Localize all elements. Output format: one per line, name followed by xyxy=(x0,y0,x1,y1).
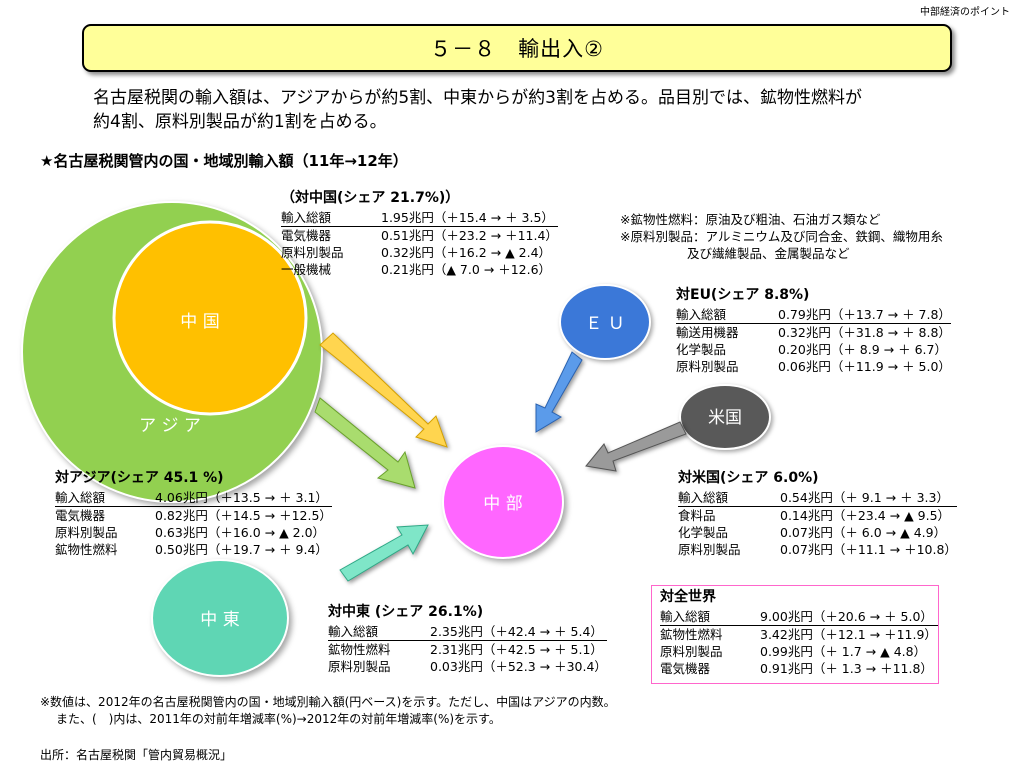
category-notes: ※鉱物性燃料：原油及び粗油、石油ガス類など ※原料別製品：アルミニウム及び同合金… xyxy=(620,211,943,262)
usa-circle xyxy=(679,384,771,450)
footnote-2: また、( )内は、2011年の対前年増減率(%)→2012年の対前年増減率(%)… xyxy=(56,712,501,726)
mideast-stats-heading: 対中東 (シェア 26.1%) xyxy=(328,604,484,620)
china-to-chubu-arrow xyxy=(319,332,448,448)
chubu-circle xyxy=(442,445,564,559)
mideast-circle xyxy=(151,559,289,677)
chubu-label: 中 部 xyxy=(483,494,522,514)
section-heading: ★名古屋税関管内の国・地域別輸入額（11年→12年） xyxy=(40,152,408,170)
note-line-2: ※原料別製品：アルミニウム及び同合金、鉄鋼、織物用糸 xyxy=(620,229,943,244)
eu-stats-heading: 対EU(シェア 8.8%) xyxy=(676,287,810,303)
usa-stats-heading: 対米国(シェア 6.0%) xyxy=(678,470,819,486)
asia-label: ア ジ ア xyxy=(139,416,201,436)
usa-label: 米国 xyxy=(708,408,742,428)
note-line-1: ※鉱物性燃料：原油及び粗油、石油ガス類など xyxy=(620,212,881,227)
source-note: 出所：名古屋税関「管内貿易概況」 xyxy=(40,748,233,762)
mideast-label: 中 東 xyxy=(200,610,239,630)
asia-to-chubu-arrow xyxy=(314,397,416,489)
eu-label: Ｅ Ｕ xyxy=(585,314,624,334)
note-line-3: 及び繊維製品、金属製品など xyxy=(687,246,850,261)
mideast-to-chubu-arrow xyxy=(339,524,429,582)
eu-circle xyxy=(559,284,651,360)
asia-stats-heading: 対アジア(シェア 45.1 %) xyxy=(55,470,224,486)
page-title: ５－８ 輸出入② xyxy=(430,37,604,61)
intro-line-2: 約4割、原料別製品が約1割を占める。 xyxy=(93,112,387,132)
intro-line-1: 名古屋税関の輸入額は、アジアからが約5割、中東からが約3割を占める。品目別では、… xyxy=(93,88,862,108)
corner-label: 中部経済のポイント xyxy=(920,7,1010,18)
title-box: ５－８ 輸出入② xyxy=(82,24,952,72)
eu-to-chubu-arrow xyxy=(535,351,583,433)
intro-text: 名古屋税関の輸入額は、アジアからが約5割、中東からが約3割を占める。品目別では、… xyxy=(93,86,973,134)
usa-to-chubu-arrow xyxy=(585,421,687,472)
china-stats-heading: （対中国(シェア 21.7%)） xyxy=(281,190,460,206)
world-stats-heading: 対全世界 xyxy=(660,589,716,605)
footnote-1: ※数値は、2012年の名古屋税関管内の国・地域別輸入額(円ベース)を示す。ただし… xyxy=(40,695,616,709)
china-label: 中 国 xyxy=(180,312,219,332)
footnotes: ※数値は、2012年の名古屋税関管内の国・地域別輸入額(円ベース)を示す。ただし… xyxy=(40,694,616,728)
china-circle xyxy=(112,220,308,416)
